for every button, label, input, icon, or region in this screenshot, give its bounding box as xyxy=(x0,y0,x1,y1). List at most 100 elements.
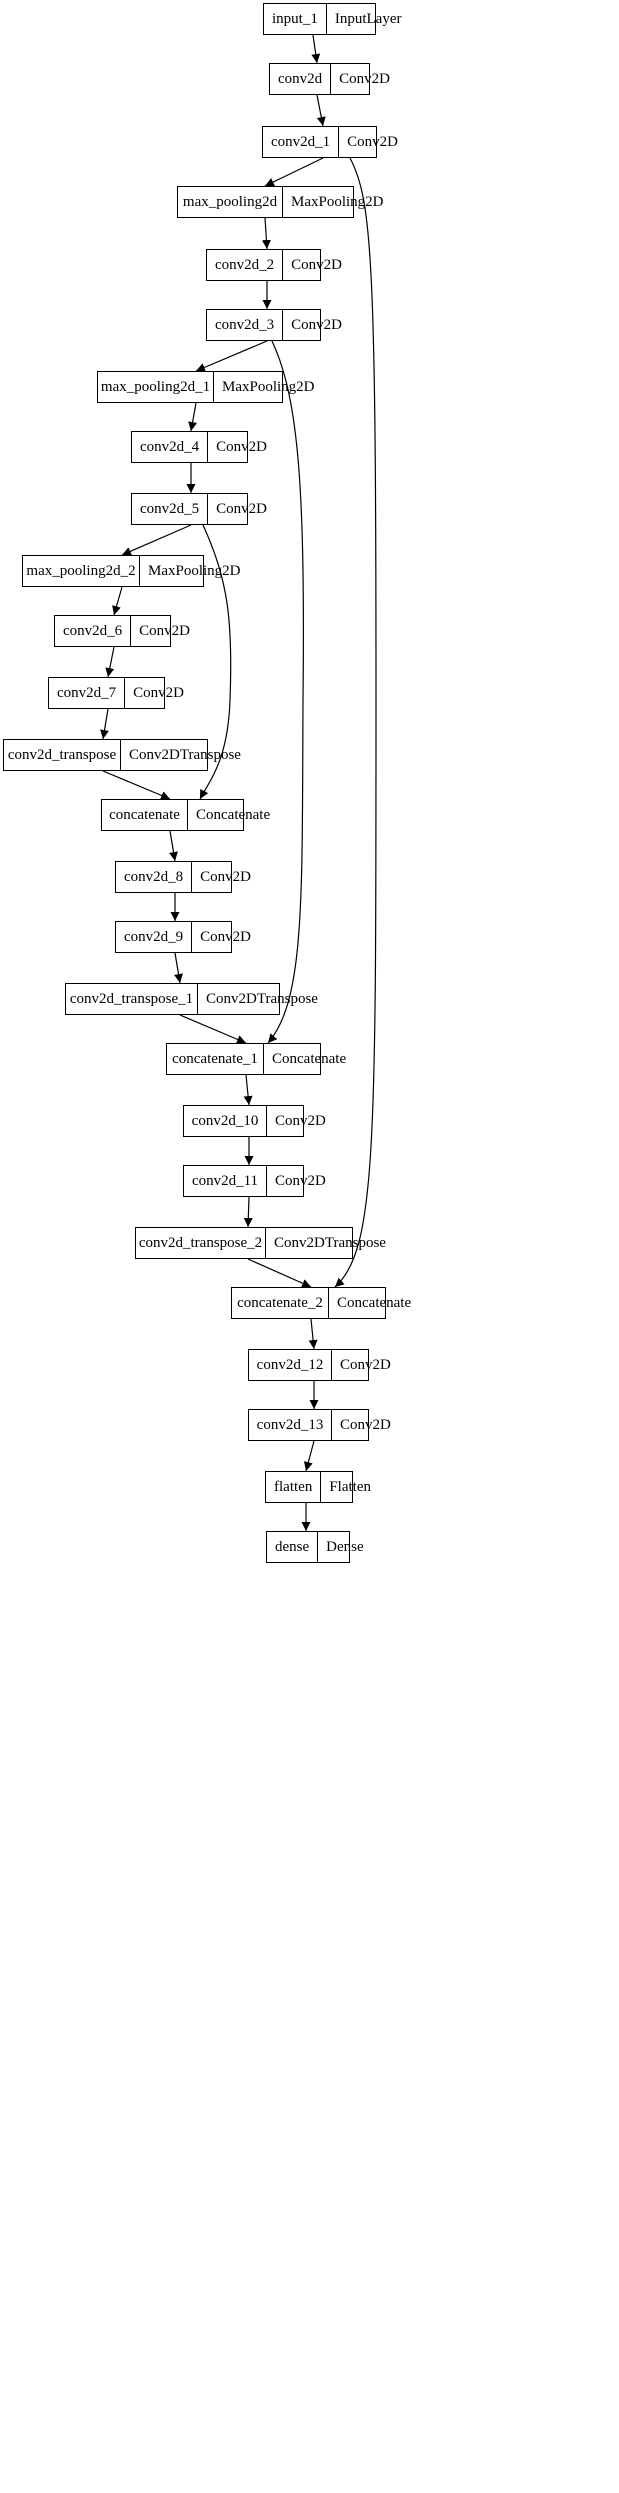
layer-name: conv2d xyxy=(270,64,332,94)
layer-node-conv2d-transpose-2: conv2d_transpose_2 Conv2DTranspose xyxy=(135,1227,386,1259)
layer-node-conv2d-transpose: conv2d_transpose Conv2DTranspose xyxy=(3,739,241,771)
layer-node-conv2d-1: conv2d_1 Conv2D xyxy=(262,126,398,158)
layer-type: Flatten xyxy=(329,1478,371,1495)
edge-max-pooling2d-to-conv2d-2 xyxy=(261,217,271,250)
edge-conv2d-3-to-max-pooling2d-1 xyxy=(195,340,268,372)
layer-name: concatenate xyxy=(102,800,188,830)
layer-name: conv2d_8 xyxy=(116,862,193,892)
layer-type: Conv2D xyxy=(340,1356,391,1373)
edge-input-1-to-conv2d xyxy=(311,34,321,64)
layer-name: max_pooling2d_1 xyxy=(98,372,214,402)
edge-max-pooling2d-1-to-conv2d-4 xyxy=(188,402,198,432)
layer-type: MaxPooling2D xyxy=(222,378,315,395)
layer-type: Conv2D xyxy=(200,868,252,885)
layer-type: InputLayer xyxy=(334,10,402,27)
layer-node-conv2d-8: conv2d_8 Conv2D xyxy=(115,861,251,893)
edge-conv2d-9-to-conv2d-transpose-1 xyxy=(174,952,183,984)
layer-name: conv2d_2 xyxy=(207,250,284,280)
layer-node-conv2d-5: conv2d_5 Conv2D xyxy=(131,493,267,525)
layer-name: flatten xyxy=(266,1472,322,1502)
layer-type: Conv2D xyxy=(216,438,268,455)
layer-type: Concatenate xyxy=(272,1050,347,1067)
layer-type: Conv2D xyxy=(139,622,191,639)
layer-name: conv2d_13 xyxy=(249,1410,332,1440)
edge-conv2d-to-conv2d-1 xyxy=(316,94,326,127)
layer-node-conv2d-7: conv2d_7 Conv2D xyxy=(48,677,184,709)
edge-conv2d-1-to-max-pooling2d xyxy=(264,157,324,187)
layer-type: Conv2D xyxy=(216,500,268,517)
layer-name: conv2d_transpose xyxy=(4,740,121,770)
edge-conv2d-7-to-conv2d-transpose xyxy=(100,708,109,740)
layer-name: conv2d_9 xyxy=(116,922,193,952)
layer-name: conv2d_5 xyxy=(132,494,209,524)
edge-conv2d-13-to-flatten xyxy=(303,1440,315,1472)
layer-name: concatenate_1 xyxy=(167,1044,264,1074)
layer-name: conv2d_1 xyxy=(263,127,340,157)
layer-node-conv2d-11: conv2d_11 Conv2D xyxy=(183,1165,326,1197)
layer-node-concatenate-1: concatenate_1 Concatenate xyxy=(166,1043,346,1075)
layer-type: Conv2DTranspose xyxy=(274,1234,386,1251)
layer-node-conv2d-2: conv2d_2 Conv2D xyxy=(206,249,342,281)
layer-node-conv2d: conv2d Conv2D xyxy=(269,63,390,95)
layer-type: Concatenate xyxy=(337,1294,412,1311)
edge-conv2d-11-to-conv2d-transpose-2 xyxy=(243,1196,253,1228)
edge-concatenate-2-to-conv2d-12 xyxy=(308,1318,318,1350)
layer-name: conv2d_6 xyxy=(55,616,132,646)
layer-type: Conv2D xyxy=(340,1416,391,1433)
edge-conv2d-5-to-concatenate xyxy=(199,524,232,800)
layer-node-max-pooling2d: max_pooling2d MaxPooling2D xyxy=(177,186,384,218)
edge-conv2d-6-to-conv2d-7 xyxy=(105,646,115,678)
layer-type: Conv2D xyxy=(200,928,252,945)
layer-node-input-1: input_1 InputLayer xyxy=(263,3,401,35)
layer-name: conv2d_3 xyxy=(207,310,284,340)
edge-conv2d-transpose-to-concatenate xyxy=(102,770,171,800)
edge-conv2d-transpose-2-to-concatenate-2 xyxy=(247,1258,312,1288)
edge-conv2d-transpose-1-to-concatenate-1 xyxy=(179,1014,247,1044)
edge-max-pooling2d-2-to-conv2d-6 xyxy=(112,586,123,616)
layer-name: max_pooling2d_2 xyxy=(23,556,140,586)
layer-type: Conv2D xyxy=(291,256,343,273)
layer-type: Conv2DTranspose xyxy=(129,746,241,763)
layer-type: Concatenate xyxy=(196,806,271,823)
edge-conv2d-3-to-concatenate-1 xyxy=(267,340,304,1044)
layer-type: Conv2DTranspose xyxy=(206,990,318,1007)
layer-type: Conv2D xyxy=(133,684,185,701)
layer-name: max_pooling2d xyxy=(178,187,283,217)
layer-type: Conv2D xyxy=(339,70,391,87)
layer-name: conv2d_12 xyxy=(249,1350,332,1380)
layer-name: conv2d_transpose_1 xyxy=(66,984,198,1014)
layer-node-conv2d-3: conv2d_3 Conv2D xyxy=(206,309,342,341)
edge-conv2d-5-to-max-pooling2d-2 xyxy=(121,524,192,556)
layer-node-dense: dense Dense xyxy=(266,1531,364,1563)
layer-name: conv2d_7 xyxy=(49,678,126,708)
layer-name: conv2d_10 xyxy=(184,1106,267,1136)
edge-concatenate-to-conv2d-8 xyxy=(169,830,178,862)
layer-name: dense xyxy=(267,1532,319,1562)
layer-node-flatten: flatten Flatten xyxy=(265,1471,371,1503)
layer-type: MaxPooling2D xyxy=(291,193,384,210)
layer-type: Conv2D xyxy=(275,1172,326,1189)
layer-type: Conv2D xyxy=(275,1112,326,1129)
layer-node-concatenate: concatenate Concatenate xyxy=(101,799,270,831)
layer-node-conv2d-10: conv2d_10 Conv2D xyxy=(183,1105,326,1137)
layer-node-max-pooling2d-1: max_pooling2d_1 MaxPooling2D xyxy=(97,371,315,403)
layer-name: input_1 xyxy=(264,4,327,34)
layer-type: Conv2D xyxy=(291,316,343,333)
layer-name: concatenate_2 xyxy=(232,1288,329,1318)
layer-node-concatenate-2: concatenate_2 Concatenate xyxy=(231,1287,411,1319)
layer-name: conv2d_11 xyxy=(184,1166,267,1196)
layer-node-conv2d-transpose-1: conv2d_transpose_1 Conv2DTranspose xyxy=(65,983,318,1015)
layer-node-conv2d-6: conv2d_6 Conv2D xyxy=(54,615,190,647)
layer-node-conv2d-13: conv2d_13 Conv2D xyxy=(248,1409,391,1441)
edge-concatenate-1-to-conv2d-10 xyxy=(243,1074,253,1106)
layer-type: Dense xyxy=(326,1538,364,1555)
layer-node-conv2d-12: conv2d_12 Conv2D xyxy=(248,1349,391,1381)
edge-conv2d-1-to-concatenate-2 xyxy=(334,157,377,1288)
layer-type: Conv2D xyxy=(347,133,399,150)
layer-node-conv2d-9: conv2d_9 Conv2D xyxy=(115,921,251,953)
layer-name: conv2d_transpose_2 xyxy=(136,1228,266,1258)
